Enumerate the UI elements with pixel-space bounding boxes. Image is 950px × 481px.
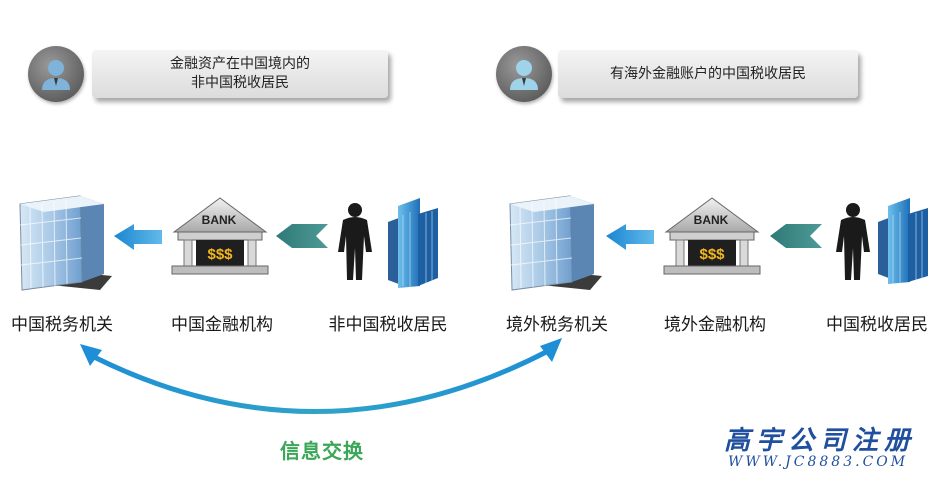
information-exchange-label: 信息交换 — [280, 439, 364, 463]
node-label-resident: 非中国税收居民 — [328, 315, 448, 335]
person-avatar-icon — [496, 46, 552, 102]
tax-office-building-icon — [509, 195, 602, 291]
tax-office-building-icon — [19, 195, 112, 291]
node-label-bank: 境外金融机构 — [664, 315, 766, 335]
node-label-tax-office: 中国税务机关 — [11, 315, 113, 335]
bank-money-text: $$$ — [207, 246, 233, 263]
bank-building-icon — [663, 197, 761, 275]
left-arrow-icon — [770, 224, 822, 248]
city-buildings-icon — [388, 198, 438, 288]
header-line-2: 非中国税收居民 — [191, 75, 289, 91]
bank-sign-text: BANK — [694, 213, 729, 227]
arc-arrowhead-right-icon — [540, 338, 562, 362]
city-buildings-icon — [878, 198, 928, 284]
businessman-icon — [836, 203, 870, 280]
information-exchange-arc — [89, 347, 553, 415]
arc-arrowhead-left-icon — [80, 344, 102, 366]
bank-building-icon — [171, 197, 269, 275]
header-line-1: 有海外金融账户的中国税收居民 — [610, 65, 806, 82]
header-card-group-2: 有海外金融账户的中国税收居民 — [558, 50, 858, 98]
bank-sign-text: BANK — [202, 213, 237, 227]
left-arrow-icon — [276, 224, 328, 248]
bank-money-text: $$$ — [699, 246, 725, 263]
watermark-company-name: 高宇公司注册 — [724, 426, 917, 456]
left-arrow-icon — [114, 224, 162, 250]
node-label-tax-office: 境外税务机关 — [506, 315, 608, 335]
header-line-1: 金融资产在中国境内的 — [170, 56, 310, 72]
businessman-icon — [338, 203, 372, 280]
header-card-group-1: 金融资产在中国境内的 非中国税收居民 — [92, 50, 388, 98]
node-label-resident: 中国税收居民 — [826, 315, 928, 335]
left-arrow-icon — [606, 224, 654, 250]
node-label-bank: 中国金融机构 — [171, 315, 273, 335]
person-avatar-icon — [28, 46, 84, 102]
watermark-url: WWW.JC8883.COM — [728, 454, 909, 470]
